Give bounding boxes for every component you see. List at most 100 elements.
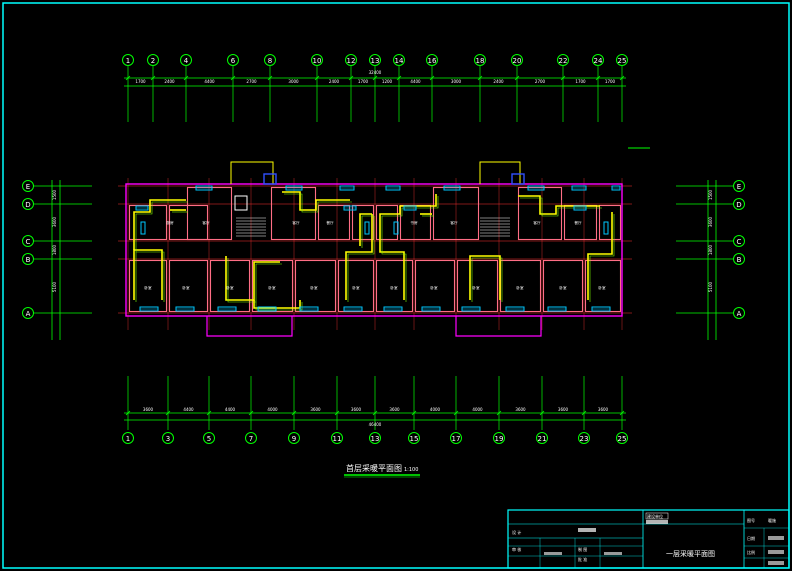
axis-bubble-bottom [203,432,215,444]
room-label: 卧室 [472,285,480,290]
axis-label-bottom: 13 [371,435,380,443]
axis-bubble-right [733,235,745,247]
tb-mark-6 [768,561,784,565]
axis-bubble-right [733,180,745,192]
tb-mark-1 [578,528,596,532]
dim-bottom-tick [291,410,297,416]
dim-top-tick [560,75,566,81]
radiator-vertical [140,221,146,235]
dim-top-value: 1700 [575,79,586,84]
dim-bottom-tick [539,410,545,416]
axis-bubble-top [311,54,323,66]
room-wall [317,204,351,241]
axis-bubble-bottom [536,432,548,444]
tb-dwg-no-value: 暖施 [768,517,776,523]
axis-label-top: 10 [313,57,322,65]
return-pipe [227,258,282,303]
balcony-left [206,316,293,337]
tb-mark-3 [604,552,622,555]
axis-label-top: 24 [594,57,603,65]
heating-pipe [345,214,373,300]
return-pipe [135,201,188,252]
dim-bottom-tick [248,410,254,416]
dim-top-value: 2700 [246,79,257,84]
room-label: 卧室 [352,285,360,290]
axis-bubble-bottom [331,432,343,444]
heating-pipe [282,191,350,211]
axis-bubble-bottom [288,432,300,444]
room-label: 卧室 [390,285,398,290]
axis-bubble-bottom [369,432,381,444]
entry-canopy-left [230,161,274,184]
room-label: 客厅 [292,220,300,225]
tb-mark-5 [768,550,784,554]
dim-top-value: 3000 [288,79,299,84]
dim-top-tick [595,75,601,81]
room-label: 卧室 [430,285,438,290]
dim-bottom-tick [165,410,171,416]
axis-label-right: A [737,310,742,318]
room-label: 客厅 [533,220,541,225]
axis-label-top: 12 [347,57,356,65]
axis-label-left: C [26,238,31,246]
room-label: 餐厅 [326,220,334,225]
return-pipe [255,302,303,311]
dim-top-tick [125,75,131,81]
radiator-vertical [603,221,609,235]
axis-label-top: 22 [559,57,568,65]
room-label: 书房 [410,220,418,225]
axis-label-bottom: 25 [618,435,627,443]
riser-marker [263,173,277,185]
axis-bubble-left [22,307,34,319]
dim-bottom-tick [372,410,378,416]
axis-bubble-top [147,54,159,66]
room-label: 客厅 [450,220,458,225]
dim-top-tick [429,75,435,81]
heating-pipe [587,212,613,300]
riser-marker [511,173,525,185]
axis-label-top: 13 [371,57,380,65]
dim-top-tick [348,75,354,81]
return-pipe [589,214,615,302]
dim-side-value: 3600 [52,216,57,227]
dim-side-value: 3600 [708,216,713,227]
dim-bottom-value: 3600 [143,407,154,412]
plan-scale: 1:100 [404,467,418,473]
dim-top-tick [230,75,236,81]
axis-bubble-left [22,235,34,247]
axis-bubble-top [557,54,569,66]
return-pipe [381,196,439,302]
dim-top-tick [477,75,483,81]
dim-bottom-tick [125,410,131,416]
title-block-frame [507,509,790,569]
tb-scale-label: 比例 [747,549,755,555]
sheet-title: 一层采暖平面图 [666,549,715,558]
axis-label-bottom: 23 [580,435,589,443]
axis-label-bottom: 9 [292,435,296,443]
tb-approve-label: 批 准 [578,556,587,562]
dim-side-value: 1800 [708,244,713,255]
axis-label-right: D [736,201,741,209]
dim-top-tick [396,75,402,81]
axis-label-left: B [26,256,31,264]
dim-top-value: 1200 [382,79,393,84]
dim-top-tick [619,75,625,81]
axis-label-bottom: 5 [207,435,211,443]
dim-top-value: 2700 [535,79,546,84]
axis-label-top: 8 [268,57,272,65]
dim-bottom-value: 3600 [389,407,400,412]
room-wall [186,186,233,241]
tb-design-label: 设 计 [512,529,521,535]
balcony-right [455,316,542,337]
dim-top-value: 4400 [410,79,421,84]
dim-top-value: 3000 [451,79,462,84]
room-wall [517,186,563,241]
dim-top-tick [372,75,378,81]
building-outline [125,183,623,317]
axis-label-left: E [26,183,30,191]
axis-label-top: 2 [151,57,155,65]
dim-bottom-value: 4400 [183,407,194,412]
title-block: 建设单位 设 计 审 核 制 图 批 准 一层采暖平面图 图号 暖施 日期 比例 [507,509,790,569]
plan-title: 首层采暖平面图 [346,463,402,473]
